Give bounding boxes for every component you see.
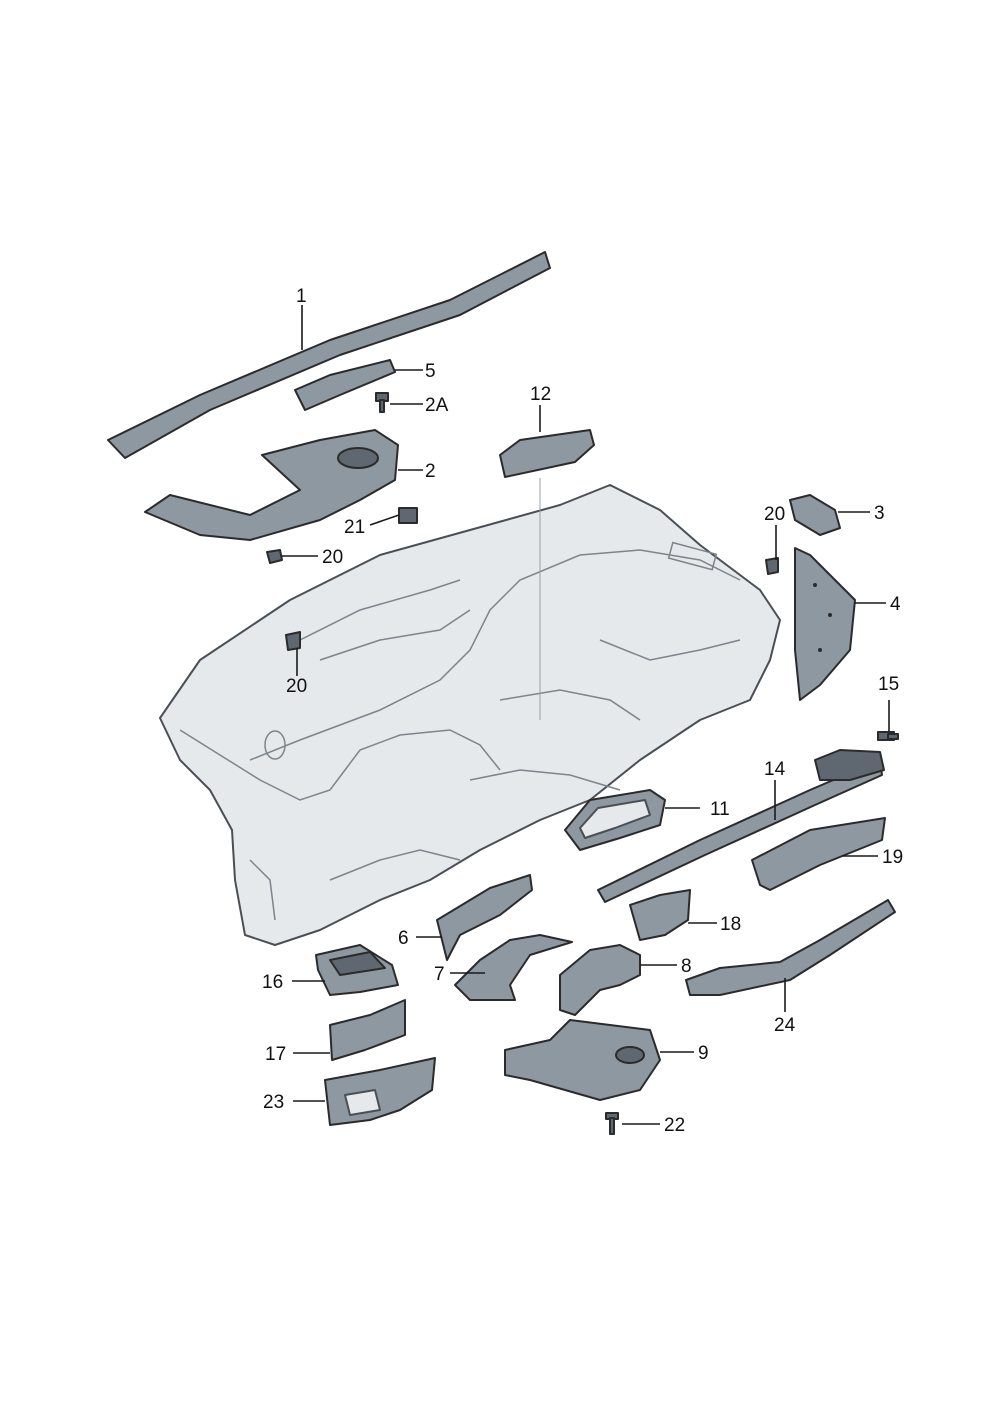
part-19-side-trim bbox=[751, 817, 886, 891]
part-3-side-cap bbox=[789, 494, 841, 536]
callout-5: 5 bbox=[425, 361, 436, 382]
part-7-shroud bbox=[454, 934, 573, 1001]
part-1-top-trim-strip bbox=[107, 251, 551, 459]
part-20-clip-c bbox=[765, 557, 779, 575]
callout-7: 7 bbox=[434, 964, 445, 985]
part-9-lower-cover bbox=[504, 1019, 661, 1101]
callout-labels: 1 5 2A 2 12 21 20 20 20 3 4 15 11 14 19 … bbox=[262, 286, 903, 1136]
part-14-decor-bar bbox=[597, 749, 885, 903]
part-20-clip-a bbox=[266, 549, 283, 564]
part-5-cover bbox=[294, 359, 396, 411]
callout-4: 4 bbox=[890, 594, 901, 615]
callout-19: 19 bbox=[882, 847, 903, 868]
leader-lines bbox=[282, 305, 890, 1125]
part-16-switch-module bbox=[315, 944, 399, 996]
callout-6: 6 bbox=[398, 928, 409, 949]
part-17-panel bbox=[329, 999, 406, 1061]
part-8-upper-cover bbox=[559, 944, 641, 1016]
part-18-trim bbox=[629, 889, 691, 941]
callout-1: 1 bbox=[296, 286, 307, 307]
callout-17: 17 bbox=[265, 1044, 286, 1065]
callout-9: 9 bbox=[698, 1043, 709, 1064]
part-2-cluster-housing bbox=[144, 429, 399, 541]
callout-8: 8 bbox=[681, 956, 692, 977]
part-6-shroud bbox=[436, 874, 533, 961]
callout-2: 2 bbox=[425, 461, 436, 482]
part-21-clip bbox=[398, 507, 418, 524]
callout-16: 16 bbox=[262, 972, 283, 993]
part-23-lower-panel bbox=[324, 1057, 436, 1126]
callout-24: 24 bbox=[774, 1015, 796, 1036]
part-2a-screw bbox=[375, 392, 389, 413]
callout-20-right: 20 bbox=[764, 504, 785, 525]
callout-14: 14 bbox=[764, 759, 786, 780]
callout-3: 3 bbox=[874, 503, 885, 524]
callout-11: 11 bbox=[710, 799, 730, 820]
callout-18: 18 bbox=[720, 914, 741, 935]
callout-20-left: 20 bbox=[322, 547, 343, 568]
part-20-clip-b bbox=[285, 631, 301, 651]
callout-2a: 2A bbox=[425, 395, 449, 416]
dashboard-frame bbox=[159, 484, 781, 946]
part-4-side-panel bbox=[794, 547, 856, 701]
part-22-screw bbox=[605, 1112, 619, 1135]
callout-21: 21 bbox=[344, 517, 365, 538]
callout-15: 15 bbox=[878, 674, 899, 695]
part-11-bezel bbox=[564, 789, 666, 851]
callout-20-center: 20 bbox=[286, 676, 307, 697]
callout-12: 12 bbox=[530, 384, 551, 405]
part-12-trim bbox=[499, 429, 595, 478]
callout-23: 23 bbox=[263, 1092, 284, 1113]
callout-22: 22 bbox=[664, 1115, 685, 1136]
part-15-screw bbox=[877, 731, 899, 741]
part-24-lower-trim bbox=[685, 899, 896, 996]
